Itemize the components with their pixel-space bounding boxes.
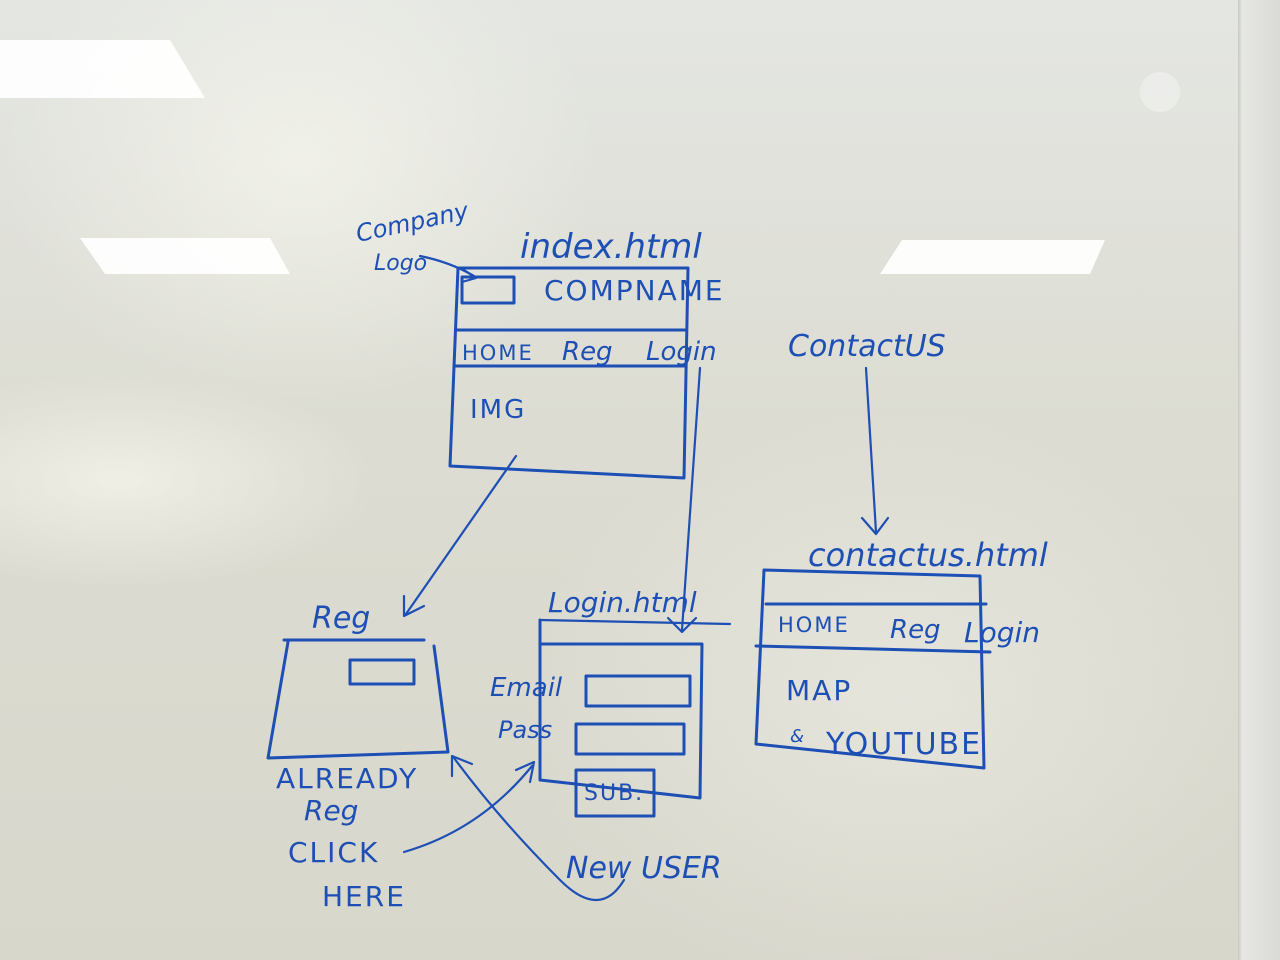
arrow-new-user-head bbox=[450, 754, 474, 778]
index-nav-reg: Reg bbox=[562, 337, 613, 367]
contact-page-frame bbox=[754, 568, 986, 770]
index-page-frame bbox=[448, 266, 690, 480]
already-line2: Reg bbox=[304, 794, 358, 827]
login-filename: Login.html bbox=[548, 586, 697, 619]
ceiling-light-reflection-right bbox=[880, 240, 1105, 274]
index-content-img: IMG bbox=[470, 395, 526, 425]
logo-note-arrow bbox=[418, 254, 476, 278]
arrow-img-to-reg bbox=[404, 454, 518, 616]
index-nav-home: HOME bbox=[462, 341, 534, 365]
login-page-wireframe: Login.html Email Pass SUB. New USER bbox=[450, 586, 732, 902]
ceiling-light-reflection-left bbox=[0, 40, 205, 98]
contact-content-youtube: YOUTUBE bbox=[825, 727, 982, 762]
arrow-new-user-to-reg bbox=[452, 756, 626, 902]
login-email-label: Email bbox=[490, 673, 563, 703]
login-pass-field bbox=[574, 722, 686, 756]
logo-note-line2: Logo bbox=[374, 251, 427, 276]
index-filename: index.html bbox=[520, 227, 702, 267]
arrow-already-to-login bbox=[402, 764, 534, 854]
contact-nav-login: Login bbox=[964, 616, 1040, 649]
login-pass-label: Pass bbox=[498, 716, 552, 744]
already-line3: CLICK bbox=[288, 836, 379, 869]
contact-nav-home: HOME bbox=[778, 613, 850, 637]
reg-title: Reg bbox=[312, 601, 370, 636]
already-line1: ALREADY bbox=[276, 762, 418, 795]
reg-page-frame bbox=[266, 640, 450, 760]
arrow-contact-head bbox=[860, 516, 890, 536]
index-nav-contact: ContactUS bbox=[788, 329, 946, 364]
index-nav-login: Login bbox=[646, 337, 717, 367]
login-email-field bbox=[584, 674, 692, 708]
login-page-frame bbox=[538, 618, 704, 800]
login-submit-button bbox=[574, 768, 656, 818]
company-name: COMPNAME bbox=[544, 274, 725, 307]
navigation-arrows bbox=[402, 366, 890, 634]
contact-nav-divider bbox=[754, 644, 992, 654]
contact-filename: contactus.html bbox=[808, 536, 1048, 574]
ceiling-light-reflection-small bbox=[1140, 72, 1180, 112]
login-submit-label: SUB. bbox=[584, 781, 644, 806]
ceiling-light-reflection-middle bbox=[80, 238, 290, 274]
logo-note-line1: Company bbox=[353, 197, 471, 248]
whiteboard-frame-edge bbox=[1238, 0, 1280, 960]
contact-nav-reg: Reg bbox=[890, 615, 941, 645]
arrow-contact-to-contact-page bbox=[864, 366, 878, 534]
contact-content-ampersand: & bbox=[790, 726, 804, 747]
reg-input-box bbox=[348, 658, 416, 686]
login-page-top bbox=[538, 618, 732, 626]
contact-page-wireframe: contactus.html HOME Reg Login MAP & YOUT… bbox=[754, 536, 1048, 770]
company-logo-box bbox=[460, 275, 516, 305]
already-line4: HERE bbox=[322, 880, 406, 913]
arrow-already-head bbox=[514, 760, 536, 784]
index-page-wireframe: index.html Company Logo COMPNAME HOME Re… bbox=[353, 197, 946, 480]
new-user-label: New USER bbox=[566, 851, 722, 886]
contact-content-map: MAP bbox=[786, 674, 852, 707]
arrow-img-to-reg-head bbox=[402, 594, 426, 618]
reg-page-wireframe: Reg ALREADY Reg CLICK HERE bbox=[266, 601, 536, 913]
arrow-login-to-login-page bbox=[680, 366, 702, 632]
